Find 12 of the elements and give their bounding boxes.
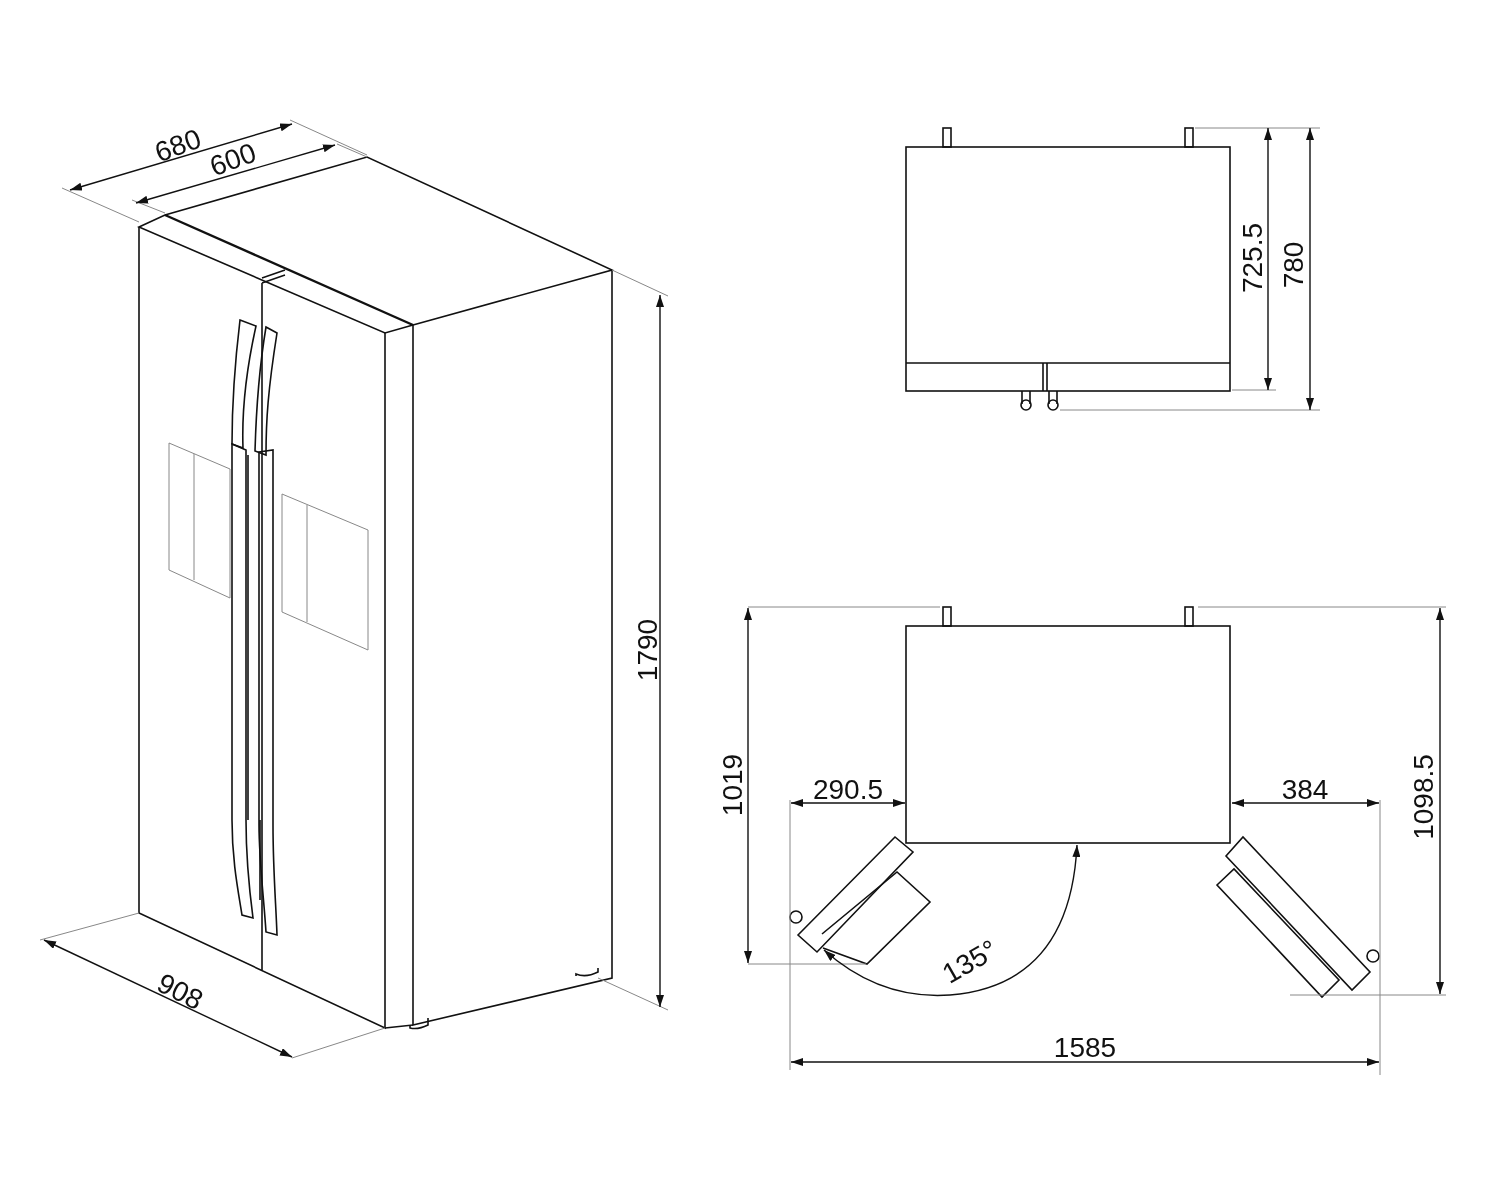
dimension-label: 680 <box>151 124 205 168</box>
dimension-label: 1585 <box>1053 1034 1117 1062</box>
dimension-label: 1098.5 <box>1410 754 1438 840</box>
dimension-label: 1790 <box>634 618 662 682</box>
dimension-label: 600 <box>206 138 260 182</box>
dimension-label: 135° <box>937 935 1003 989</box>
dimension-label: 780 <box>1280 241 1308 289</box>
dimension-label: 725.5 <box>1239 222 1267 294</box>
dimension-label: 1019 <box>719 753 747 817</box>
dimension-label: 908 <box>152 968 208 1016</box>
dimension-label: 290.5 <box>812 776 884 804</box>
dimension-label: 384 <box>1281 776 1329 804</box>
